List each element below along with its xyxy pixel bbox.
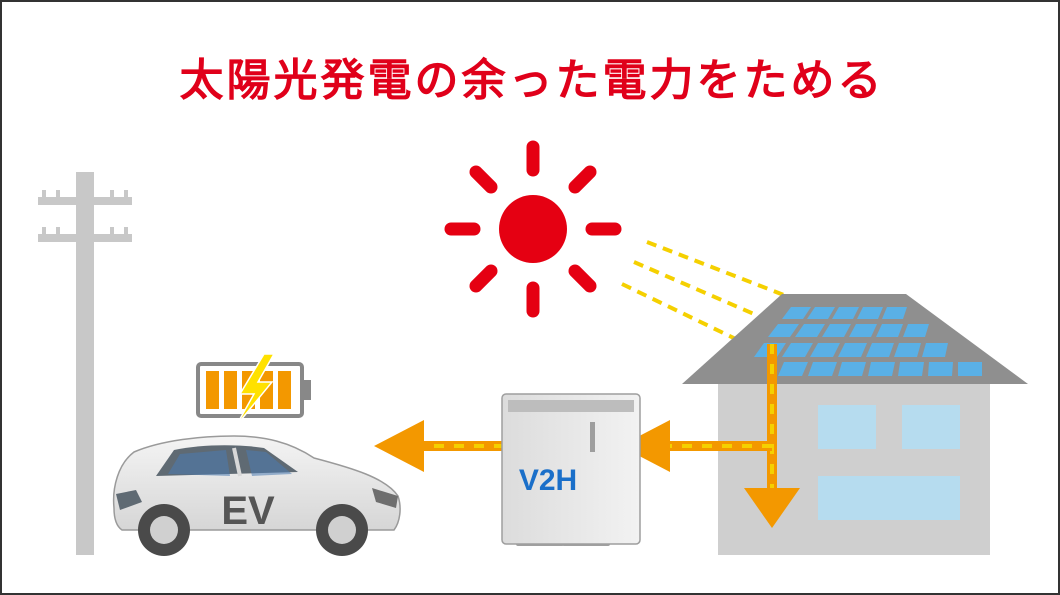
lightning-bolt-icon bbox=[235, 353, 276, 427]
power-flow-v2h-to-ev bbox=[374, 420, 504, 472]
solar-panel-icon bbox=[754, 307, 982, 376]
v2h-unit: V2H bbox=[501, 393, 641, 546]
sun-icon bbox=[444, 140, 622, 318]
battery-charging-icon bbox=[196, 353, 311, 427]
utility-pole-icon bbox=[38, 172, 132, 555]
ev-label: EV bbox=[221, 489, 275, 533]
ev-car: EV bbox=[112, 435, 401, 556]
sunlight-rays bbox=[621, 240, 803, 344]
power-flow-house-to-v2h bbox=[620, 344, 800, 528]
diagram-title: 太陽光発電の余った電力をためる bbox=[179, 55, 885, 106]
v2h-label: V2H bbox=[519, 464, 577, 497]
